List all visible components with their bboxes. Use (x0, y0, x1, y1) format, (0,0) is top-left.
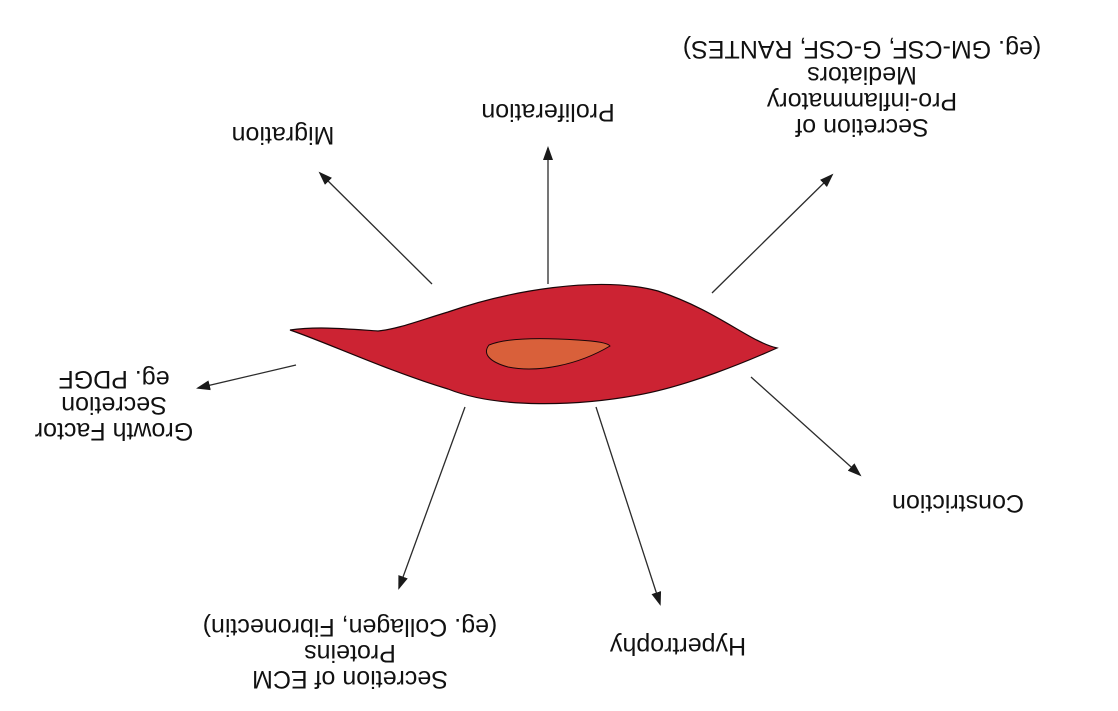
label-growth-factor-line-3: eg. PDGF (58, 365, 169, 393)
label-secretion-ecm-line-2: Proteins (304, 639, 396, 667)
label-growth-factor-line-1: Growth Factor (35, 417, 193, 445)
label-secretion-proinflammatory-line-2: Pro-inflammatory (766, 87, 957, 115)
label-secretion-proinflammatory-line-1: Secretion of (795, 113, 928, 141)
label-proliferation: Proliferation (481, 98, 614, 126)
label-migration: Migration (232, 121, 335, 149)
label-proliferation-line-1: Proliferation (481, 98, 614, 126)
label-migration-line-1: Migration (232, 121, 335, 149)
label-secretion-proinflammatory-line-4: (eg. GM-CSF, G-CSF, RANTES) (683, 35, 1041, 63)
label-secretion-proinflammatory-line-3: Mediators (807, 61, 917, 89)
label-constriction: Constriction (892, 489, 1024, 517)
label-secretion-ecm-line-1: Secretion of ECM (252, 665, 448, 693)
label-hypertrophy-line-1: Hypertrophy (609, 632, 746, 660)
label-secretion-ecm-line-3: (eg. Collagen, Fibronectin) (203, 613, 498, 641)
label-constriction-line-1: Constriction (892, 489, 1024, 517)
label-hypertrophy: Hypertrophy (609, 632, 746, 660)
label-growth-factor-line-2: Secretion (61, 391, 167, 419)
